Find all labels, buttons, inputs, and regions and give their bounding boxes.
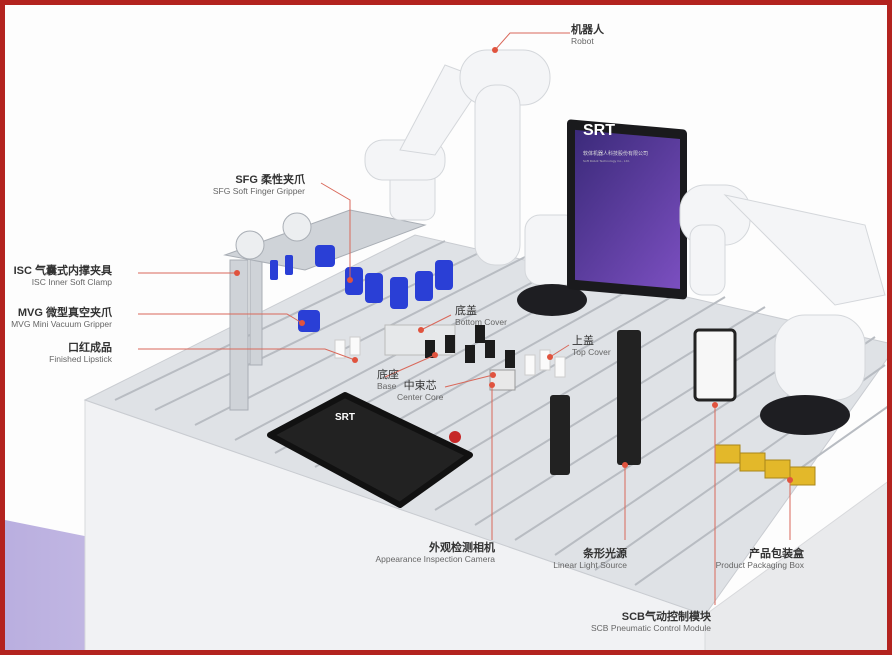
label-en: Finished Lipstick xyxy=(49,353,112,364)
label-cn: 产品包装盒 xyxy=(749,548,804,560)
label-en: Product Packaging Box xyxy=(715,559,804,570)
scb-module xyxy=(693,328,737,402)
tablet-logo: SRT xyxy=(335,412,355,423)
label-en: MVG Mini Vacuum Gripper xyxy=(11,318,112,329)
label-cn: MVG 微型真空夹爪 xyxy=(17,307,112,319)
label-en: Base xyxy=(377,380,397,391)
label-cn: SFG 柔性夹爪 xyxy=(235,174,305,186)
label-cn: 机器人 xyxy=(571,24,604,36)
label-en: Center Core xyxy=(397,391,444,402)
monitor-company-en: Soft Robot Technology Co., Ltd. xyxy=(583,159,630,163)
leader-dots xyxy=(234,47,793,483)
robot-base-main xyxy=(517,284,587,316)
leader-lines xyxy=(138,32,791,605)
label-en: Appearance Inspection Camera xyxy=(375,553,495,564)
label-cn: 中束芯 xyxy=(403,380,437,392)
label-en: Linear Light Source xyxy=(553,559,627,570)
label-en: Bottom Cover xyxy=(455,316,507,327)
linear-light-1 xyxy=(550,395,570,475)
linear-light-2 xyxy=(617,330,641,465)
tablet: SRT xyxy=(267,392,473,508)
robot-base-secondary xyxy=(760,395,850,435)
monitor: SRT 软体机器人科技股份有限公司 Soft Robot Technology … xyxy=(567,119,687,300)
label-cn: 底座 xyxy=(377,369,399,381)
grippers xyxy=(270,245,453,332)
label-en: Robot xyxy=(571,35,594,46)
label-cn: ISC 气囊式内撑夹具 xyxy=(13,265,112,277)
label-en: SCB Pneumatic Control Module xyxy=(590,622,711,633)
monitor-company-cn: 软体机器人科技股份有限公司 xyxy=(583,150,648,157)
label-cn: 上盖 xyxy=(572,335,594,347)
label-cn: 底盖 xyxy=(455,305,477,317)
robot-arm-main xyxy=(364,49,581,286)
monitor-logo: SRT xyxy=(583,122,615,139)
label-cn: 口红成品 xyxy=(68,342,112,354)
robot-arm-secondary xyxy=(679,184,886,401)
label-cn: 条形光源 xyxy=(583,548,627,560)
table-top xyxy=(83,234,887,616)
workstation-illustration: SRT 软体机器人科技股份有限公司 Soft Robot Technology … xyxy=(5,32,887,650)
packaging-boxes xyxy=(714,444,816,486)
gantry-frame xyxy=(223,209,427,411)
label-en: SFG Soft Finger Gripper xyxy=(212,185,305,196)
label-cn: 外观检测相机 xyxy=(429,542,495,554)
label-cn: SCB气动控制模块 xyxy=(621,611,711,623)
table-side xyxy=(704,481,887,650)
label-en: Top Cover xyxy=(572,346,611,357)
label-en: ISC Inner Soft Clamp xyxy=(31,276,112,287)
